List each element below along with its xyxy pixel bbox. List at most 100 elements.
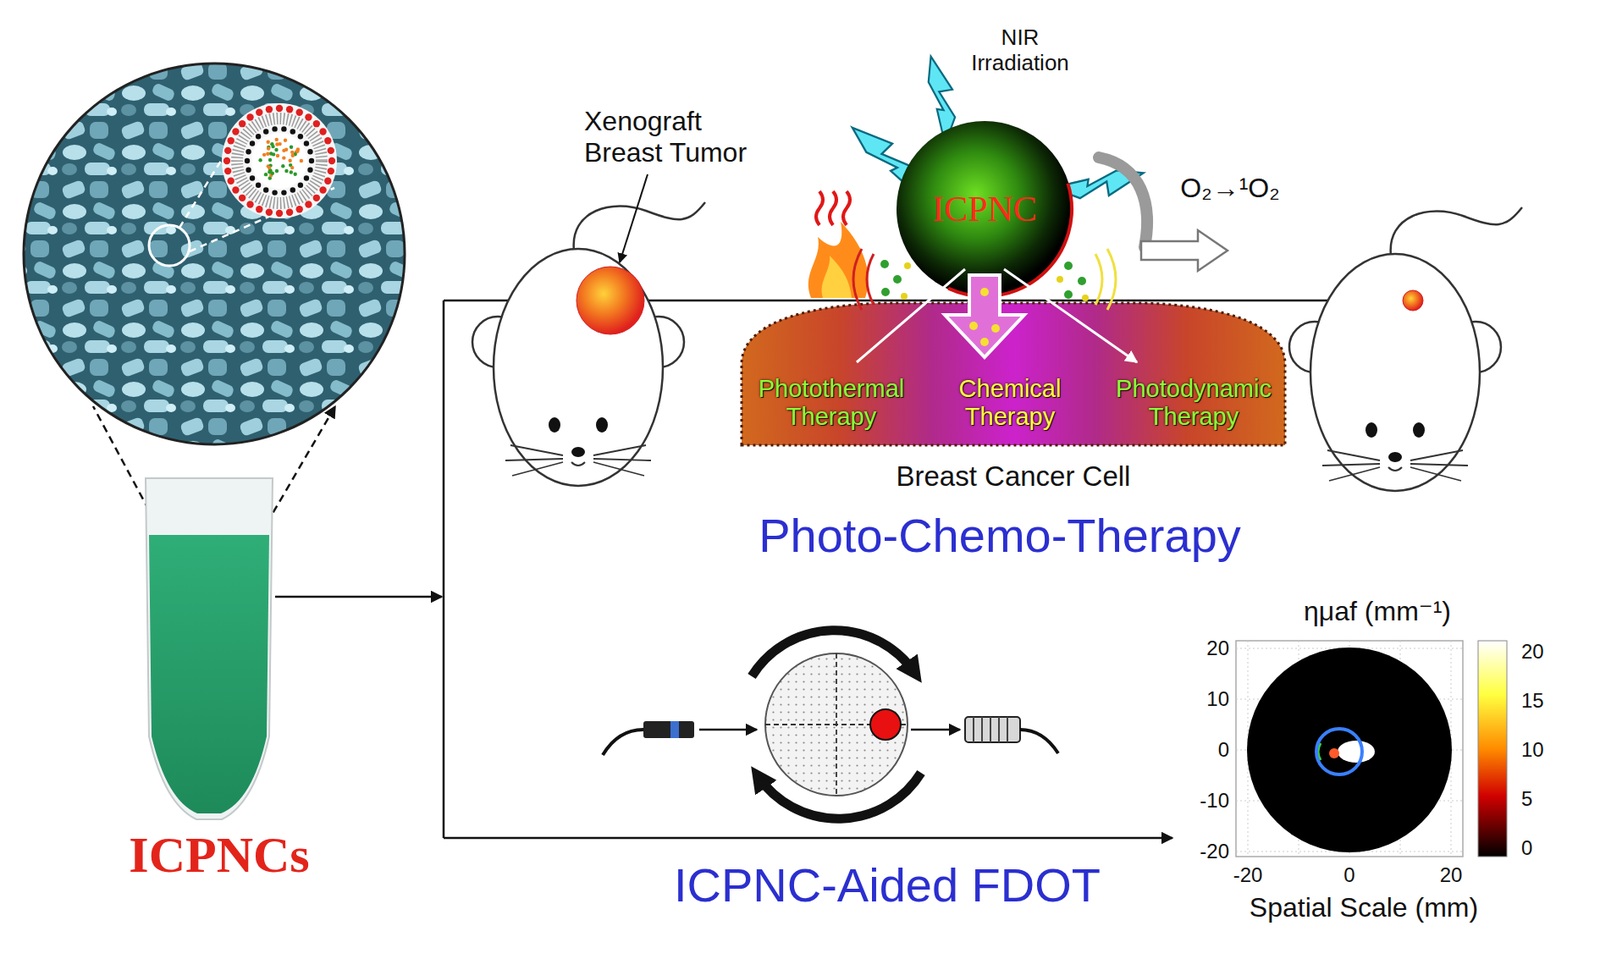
drug-particle — [900, 292, 908, 300]
fdot-scanner — [602, 729, 644, 756]
fdot-scanner — [965, 717, 1021, 743]
axis-tick: -10 — [1199, 788, 1230, 813]
oxygen-arrow — [1141, 230, 1228, 271]
lipid-bead — [275, 209, 283, 217]
lipid-bead — [328, 157, 336, 165]
lipid-bead — [319, 186, 326, 194]
fdot-scanner — [758, 772, 922, 819]
drug-molecule — [275, 137, 279, 142]
fdot-plot — [1478, 640, 1507, 857]
material-name: ICPNCs — [128, 826, 309, 885]
callout-label: NIR Irradiation — [952, 25, 1088, 77]
oxygen-arrow — [1098, 157, 1148, 248]
section-title-box: Photo-Chemo-Therapy — [758, 508, 1242, 563]
axis-tick: 20 — [1206, 636, 1230, 661]
fdot-plot — [1246, 647, 1452, 853]
fdot-scanner — [699, 728, 757, 732]
drug-molecule — [270, 144, 275, 149]
lipid-bead — [296, 205, 304, 213]
colorbar-tick: 20 — [1521, 640, 1545, 664]
drug-particle — [880, 259, 889, 269]
axis-tick: 20 — [1440, 863, 1463, 888]
drug-molecule — [277, 142, 282, 146]
lipid-bead — [265, 209, 273, 216]
lipid-bead — [324, 137, 332, 144]
flow-arrow — [275, 595, 442, 599]
drug-particle — [893, 275, 902, 284]
lipid-bead — [319, 127, 326, 135]
heat-flame — [808, 221, 869, 298]
sem-image — [23, 63, 405, 445]
drug-molecule — [299, 159, 304, 163]
lipid-bead — [244, 158, 250, 164]
lipid-bead — [296, 109, 304, 116]
colorbar-tick-box: 0 — [1521, 836, 1533, 861]
sample-tube — [93, 406, 336, 820]
axis-title-box: Spatial Scale (mm) — [1249, 892, 1479, 924]
lipid-bead — [286, 105, 293, 113]
leader-line — [619, 174, 648, 263]
drug-particle — [1064, 290, 1073, 299]
lipid-bead — [255, 182, 261, 188]
flow-arrow — [645, 299, 1402, 303]
colorbar-tick: 15 — [1521, 689, 1545, 713]
drug-particle — [1077, 276, 1087, 286]
heat-flame — [808, 191, 869, 298]
drug-molecule — [275, 154, 280, 158]
drug-molecule — [265, 152, 270, 156]
lipid-bead — [263, 128, 269, 134]
node-title: ICPNC — [932, 188, 1038, 230]
sem-image — [148, 225, 190, 266]
liposome-inset — [221, 103, 337, 219]
axis-tick-box: 20 — [1440, 863, 1463, 888]
lipid-bead — [290, 187, 296, 193]
lipid-bead — [297, 133, 304, 139]
fdot-scanner — [870, 709, 901, 740]
drug-molecule — [266, 140, 271, 144]
sphere-body — [896, 121, 1073, 298]
fdot-plot — [1316, 728, 1363, 775]
lipid-bead — [255, 109, 263, 116]
fdot-scanner — [1020, 729, 1059, 754]
lipid-bead — [271, 126, 277, 132]
lipid-bead — [249, 140, 255, 146]
lipid-bead — [231, 186, 239, 194]
lipid-bead — [227, 137, 235, 144]
lipid-bead — [271, 189, 277, 195]
heat-flame — [822, 255, 852, 298]
lipid-bead — [224, 167, 232, 175]
lipid-bead — [275, 104, 283, 112]
lipid-bead — [324, 177, 332, 185]
lipid-bead — [327, 147, 335, 155]
axis-tick: -20 — [1233, 863, 1264, 888]
drug-molecule — [289, 144, 293, 149]
sem-image — [23, 63, 405, 445]
reaction-label: O₂→¹O₂ — [1180, 172, 1280, 205]
axis-tick: 0 — [1218, 738, 1230, 762]
lipid-bead — [304, 200, 312, 208]
release-arrow — [856, 269, 1137, 363]
lipid-bead — [255, 205, 263, 213]
colorbar-tick-box: 15 — [1521, 689, 1545, 713]
drug-molecule — [271, 152, 276, 156]
sample-tube — [145, 478, 273, 820]
fdot-scanner — [910, 728, 960, 732]
lipid-bead — [307, 148, 313, 155]
callout-label-box: NIR Irradiation — [952, 25, 1088, 77]
lipid-bead — [307, 167, 313, 173]
callout-label: Xenograft Breast Tumor — [584, 105, 767, 169]
axis-tick-box: -10 — [1199, 788, 1230, 813]
release-arrow — [991, 324, 1000, 333]
drug-molecule — [281, 164, 285, 168]
lipid-bead — [227, 177, 235, 185]
lipid-bead — [281, 189, 287, 195]
fdot-scanner — [643, 721, 695, 739]
axis-tick-box: -20 — [1199, 839, 1230, 864]
lipid-bead — [290, 128, 296, 134]
colorbar-tick-box: 20 — [1521, 640, 1545, 664]
axis-tick: -20 — [1199, 839, 1230, 864]
mouse-before — [472, 202, 706, 486]
drug-particle — [904, 262, 911, 270]
